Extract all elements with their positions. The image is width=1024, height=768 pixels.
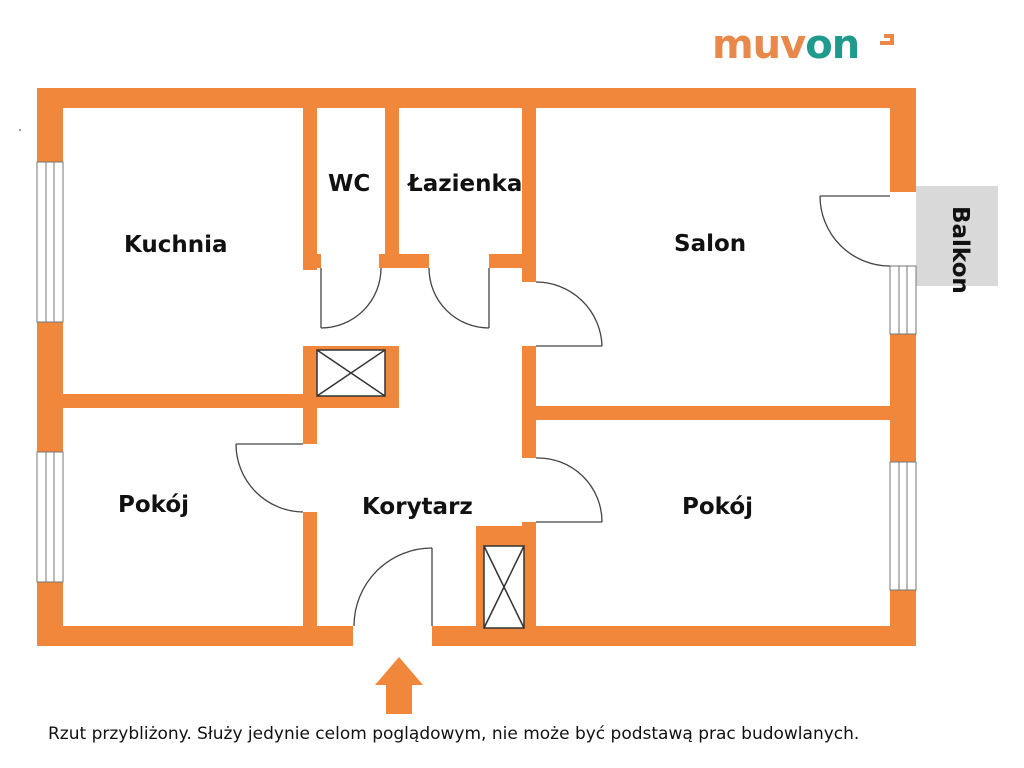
ventilation-shaft-upper (316, 349, 386, 397)
doors (235, 195, 891, 627)
logo-text-a: muv (712, 22, 806, 68)
label-corridor: Korytarz (362, 494, 473, 520)
logo-text-b: on (805, 22, 860, 68)
label-bathroom: Łazienka (408, 171, 523, 197)
brand-logo: muvon (712, 20, 860, 70)
ventilation-shaft-lower (483, 545, 525, 629)
label-kitchen: Kuchnia (124, 232, 228, 258)
label-wc: WC (328, 171, 371, 197)
label-balcony: Balkon (947, 206, 973, 294)
balcony-area (916, 186, 998, 286)
label-room-left: Pokój (118, 492, 190, 518)
outer-walls (37, 88, 916, 646)
dot-marker (19, 129, 21, 131)
entrance-arrow-icon (375, 657, 423, 714)
arrow-corner-mark (880, 34, 894, 45)
disclaimer-text: Rzut przybliżony. Służy jedynie celom po… (48, 724, 860, 744)
windows (36, 161, 917, 591)
label-room-right: Pokój (682, 494, 754, 520)
label-living-room: Salon (674, 231, 747, 257)
